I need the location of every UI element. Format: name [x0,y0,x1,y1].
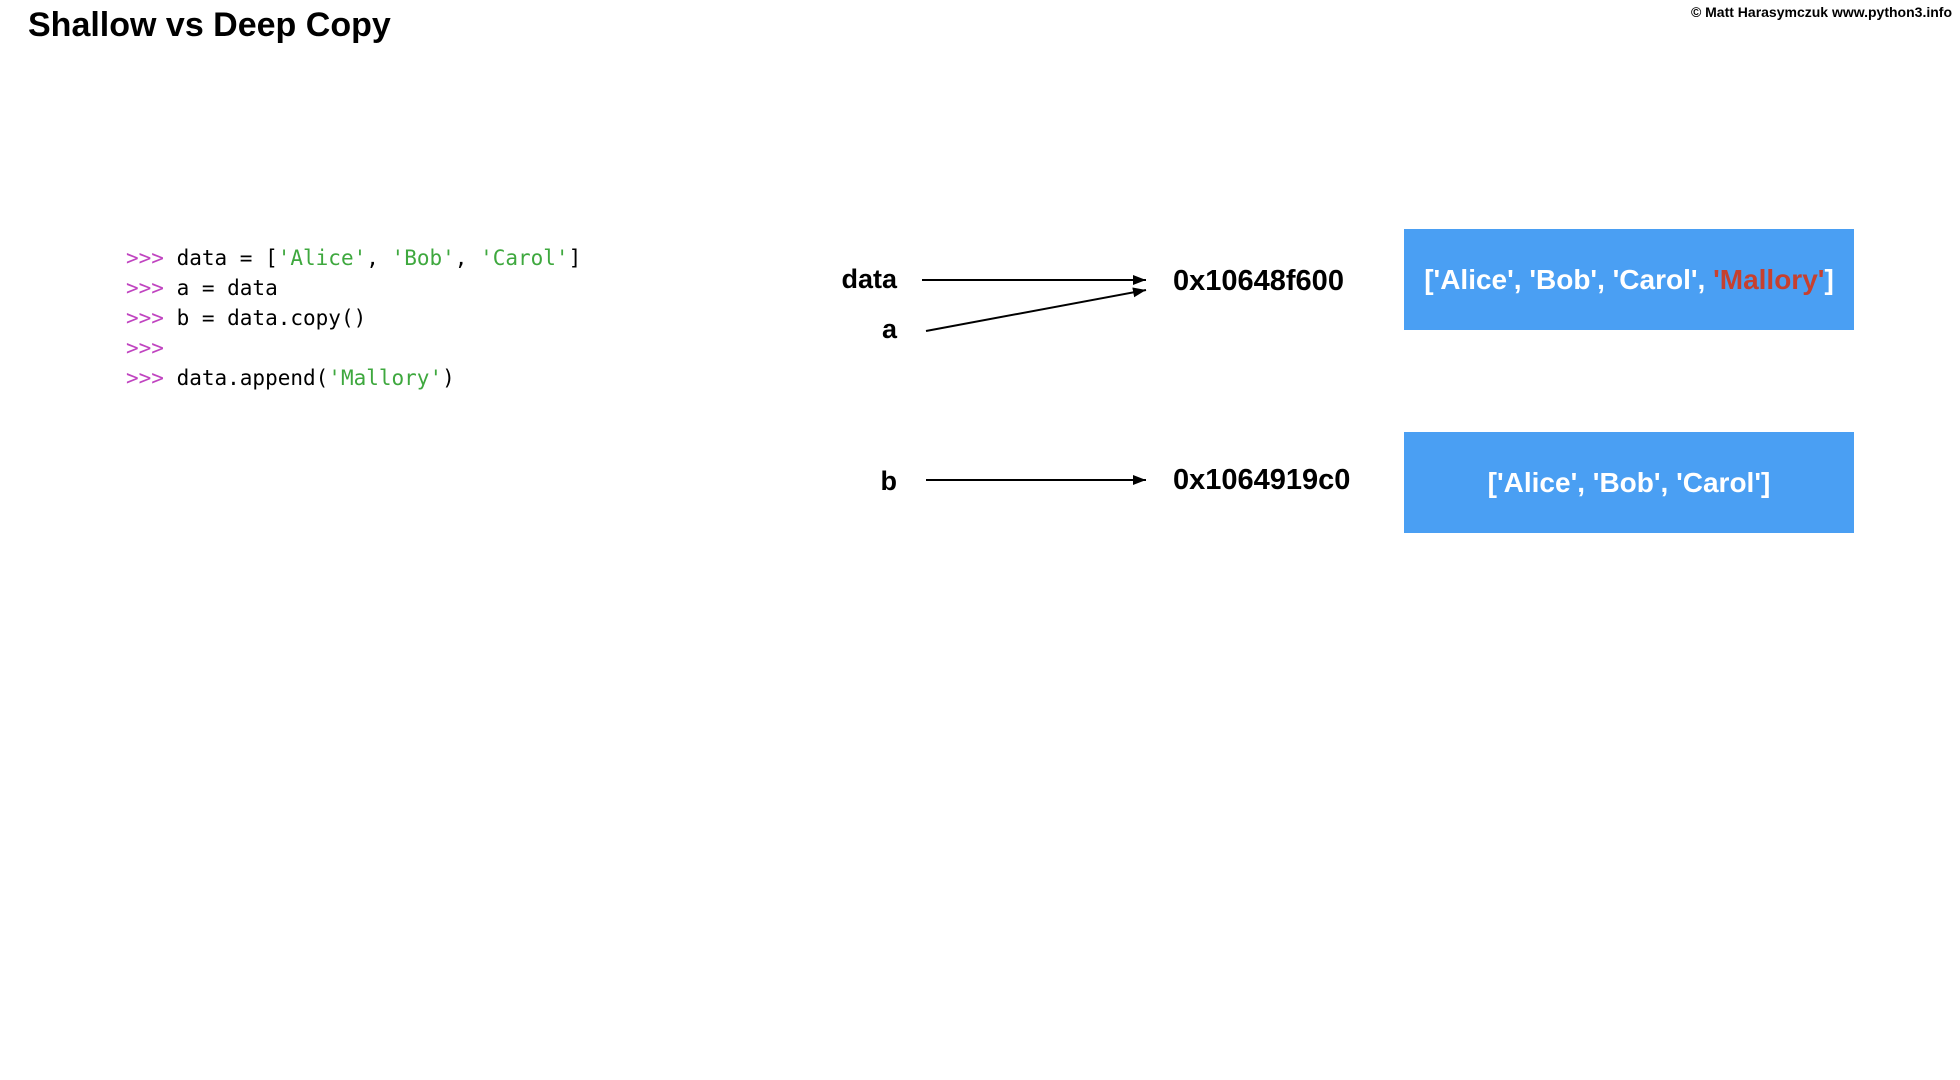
list-text-prefix: ['Alice', 'Bob', 'Carol', [1424,263,1714,295]
prompt-token: >>> [126,276,177,300]
code-token: a = data [176,276,278,300]
list-text: ['Alice', 'Bob', 'Carol'] [1487,466,1771,498]
copyright-notice: © Matt Harasymczuk www.python3.info [1690,4,1952,20]
prompt-token: >>> [126,366,177,390]
console-line-4: >>> [126,333,581,363]
memory-address-deep: 0x1064919c0 [1173,464,1351,496]
memory-box-deep: ['Alice', 'Bob', 'Carol'] [1404,432,1854,533]
code-token: data = [ [176,246,278,270]
code-token: b = data.copy() [176,306,367,330]
var-label-data: data [841,264,897,294]
string-token: 'Bob' [391,246,455,270]
string-token: 'Mallory' [328,366,443,390]
page-title: Shallow vs Deep Copy [28,6,391,44]
string-token: 'Carol' [480,246,569,270]
list-text-suffix: ] [1824,263,1834,295]
var-label-a: a [881,314,897,344]
prompt-token: >>> [126,246,177,270]
arrow-a-to-shallow-address [925,287,1147,332]
memory-box-shallow: ['Alice', 'Bob', 'Carol', 'Mallory'] [1404,229,1854,330]
code-token: ] [568,246,582,270]
prompt-token: >>> [126,306,177,330]
code-token: , [454,246,481,270]
var-label-b: b [880,466,898,496]
console-line-2: >>> a = data [126,273,581,303]
code-token: data.append( [176,366,329,390]
console-line-3: >>> b = data.copy() [126,303,581,333]
python-console: >>> data = ['Alice', 'Bob', 'Carol'] >>>… [126,243,581,393]
console-line-1: >>> data = ['Alice', 'Bob', 'Carol'] [126,243,581,273]
list-text-appended: 'Mallory' [1713,263,1825,295]
prompt-token: >>> [126,336,164,360]
console-line-5: >>> data.append('Mallory') [126,363,581,393]
code-token: , [366,246,392,270]
string-token: 'Alice' [277,246,367,270]
code-token: ) [442,366,455,390]
memory-address-shallow: 0x10648f600 [1173,265,1344,297]
